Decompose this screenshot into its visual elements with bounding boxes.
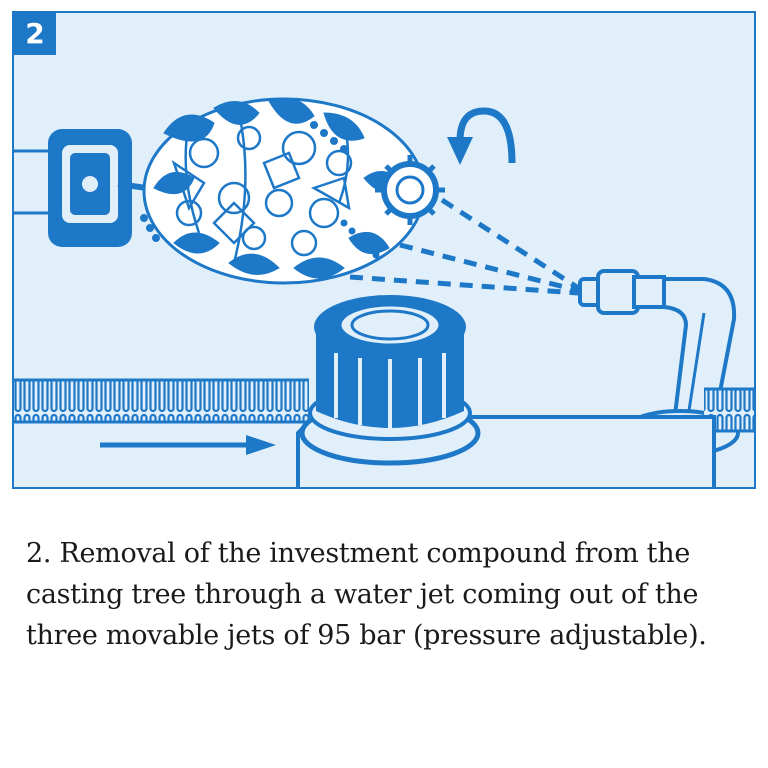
step-number-badge: 2 (14, 13, 56, 55)
illustration-panel: 2 (12, 11, 756, 489)
casting-tree-cluster (140, 97, 445, 285)
rotation-arrow-icon (447, 107, 516, 165)
holder-rod (14, 149, 54, 215)
coiled-hose-left (14, 378, 309, 424)
jet-cleaning-illustration (14, 97, 754, 487)
water-jet-streams (349, 197, 582, 296)
direction-arrow-icon (100, 435, 276, 455)
figure-caption: 2. Removal of the investment compound fr… (26, 538, 707, 651)
rotary-knob (299, 295, 481, 466)
casting-holder-clamp (48, 129, 155, 247)
